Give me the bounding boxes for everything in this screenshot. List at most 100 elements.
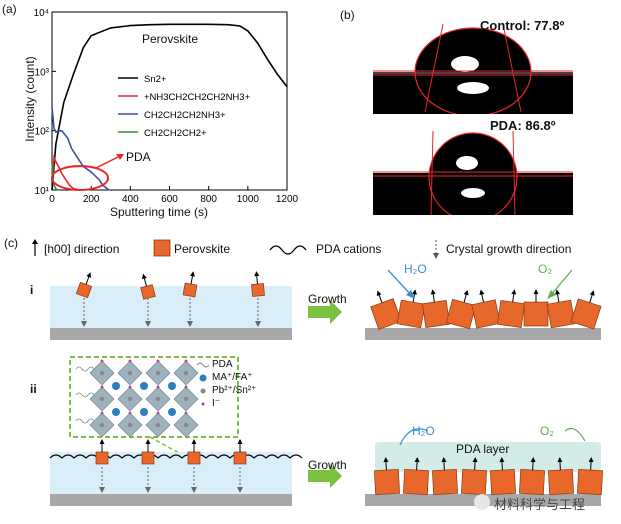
row-label-i: i xyxy=(30,283,34,297)
h00-arrow-icon xyxy=(472,457,478,463)
legend-pda-cations: PDA cations xyxy=(316,242,382,256)
inset-legend-pb-sn: Pb²⁺/Sn²⁺ xyxy=(212,385,257,396)
pda-callout: PDA xyxy=(126,150,151,164)
x-tick-label: 0 xyxy=(49,194,55,205)
pda-chain xyxy=(75,418,95,424)
pda-layer-label: PDA layer xyxy=(456,442,510,456)
ma-fa-ion xyxy=(168,382,176,390)
grown-crystal xyxy=(548,457,574,495)
h00-arrow-icon xyxy=(557,457,563,463)
growth-direction-arrow-icon xyxy=(145,487,151,493)
pda-chain xyxy=(75,366,95,372)
perovskite-crystal xyxy=(577,469,603,495)
perovskite-crystal xyxy=(445,298,477,330)
pb-sn-ion xyxy=(183,422,189,428)
h00-arrow-icon xyxy=(463,289,469,296)
perovskite-crystal xyxy=(490,469,516,495)
inset-legend-ma-fa: MA⁺/FA⁺ xyxy=(212,372,253,383)
h00-arrow-icon xyxy=(237,439,243,444)
h00-arrow-icon xyxy=(412,289,417,295)
perovskite-crystal xyxy=(471,299,501,329)
grown-crystal xyxy=(370,290,402,330)
pda-cation-wave-icon xyxy=(269,245,307,255)
h00-arrow-icon xyxy=(430,289,436,295)
perovskite-crystal xyxy=(374,469,400,495)
growth-direction-arrow-icon xyxy=(145,321,151,327)
pb-sn-ion xyxy=(127,370,133,376)
h00-arrow-icon xyxy=(189,271,195,277)
series-line-1 xyxy=(51,154,80,191)
growth-direction-arrow-icon xyxy=(187,321,193,327)
watermark-logo-icon xyxy=(474,494,490,510)
pb-sn-ion xyxy=(183,370,189,376)
panel-label-c: (c) xyxy=(4,236,18,250)
grown-crystal xyxy=(422,289,450,328)
h00-arrow-icon xyxy=(86,272,92,278)
grown-crystal xyxy=(519,457,545,495)
ma-fa-ion xyxy=(140,408,148,416)
h2o-label-ii: H₂O xyxy=(412,424,435,438)
grown-crystal xyxy=(577,457,603,495)
h00-arrow-icon xyxy=(530,457,536,463)
grown-crystal xyxy=(432,457,458,495)
pda-callout-arrow xyxy=(95,155,121,169)
row-i-schematic xyxy=(50,269,602,340)
legend-entry-1: +NH3CH2CH2CH2NH3+ xyxy=(144,92,251,103)
watermark-text: 材料科学与工程 xyxy=(494,497,586,512)
h2o-arrowhead-icon xyxy=(406,290,415,299)
h00-arrow-icon xyxy=(499,457,505,463)
inset-legend-pda: PDA xyxy=(212,359,233,370)
pda-contact-angle-image xyxy=(373,115,573,222)
control-contact-angle-image xyxy=(373,14,573,117)
pda-callout-arrowhead-icon xyxy=(116,154,124,160)
h00-arrow-icon xyxy=(376,290,382,297)
row-ii-schematic xyxy=(49,356,603,506)
x-tick-label: 800 xyxy=(200,194,217,205)
perovskite-crystal xyxy=(461,469,487,495)
x-tick-label: 200 xyxy=(83,194,100,205)
pb-sn-ion xyxy=(127,422,133,428)
nucleus-crystal xyxy=(251,271,265,297)
perovskite-crystal xyxy=(75,281,93,299)
iodide-ion xyxy=(100,359,104,363)
grown-crystal xyxy=(570,290,602,330)
perovskite-crystal xyxy=(95,451,109,465)
nucleus-crystal xyxy=(182,271,198,298)
perovskite-crystal xyxy=(570,298,602,330)
perovskite-crystal xyxy=(370,298,402,330)
nucleus-crystal xyxy=(95,439,109,465)
perovskite-crystal xyxy=(403,469,429,495)
growth-direction-arrow-icon xyxy=(81,321,87,327)
o2-label-i: O₂ xyxy=(538,262,552,276)
pb-sn-ion xyxy=(99,370,105,376)
h2o-arrow xyxy=(387,269,413,297)
h2o-label-i: H₂O xyxy=(404,262,427,276)
nucleus-crystal xyxy=(233,439,247,465)
x-axis-label: Sputtering time (s) xyxy=(110,205,209,219)
grown-crystal xyxy=(403,457,429,495)
y-tick-label: 10⁴ xyxy=(34,8,49,19)
grown-crystal xyxy=(374,457,400,495)
perovskite-crystal xyxy=(523,301,549,327)
perovskite-crystal xyxy=(497,300,525,328)
h00-arrow-icon xyxy=(99,439,105,444)
pb-sn-ion xyxy=(99,396,105,402)
h00-arrow-icon xyxy=(383,457,389,463)
pda-cation-wave xyxy=(49,454,303,459)
pb-sn-ion xyxy=(155,396,161,402)
pb-sn-ion xyxy=(99,422,105,428)
growth-arrow-icon-ii xyxy=(308,464,342,488)
iodide-ion xyxy=(128,411,132,415)
pda-highlight-ellipse xyxy=(51,165,109,191)
pda-chain xyxy=(75,392,95,398)
perovskite-crystal xyxy=(251,283,265,297)
series-line-0 xyxy=(51,23,288,191)
row-label-ii: ii xyxy=(30,382,37,396)
y-tick-label: 10² xyxy=(35,127,50,138)
h00-arrow-icon xyxy=(145,439,151,444)
h00-arrow-icon xyxy=(141,273,147,280)
perovskite-crystal xyxy=(422,300,450,328)
grown-crystal xyxy=(461,457,487,495)
growth-label-i: Growth xyxy=(308,292,347,306)
